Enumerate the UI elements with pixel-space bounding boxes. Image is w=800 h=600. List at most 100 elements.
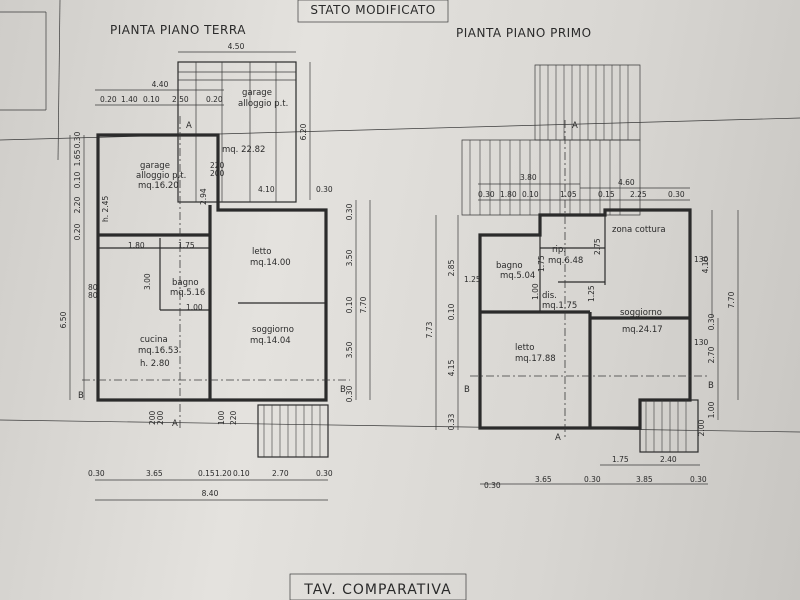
section-a-label: A xyxy=(572,121,578,131)
dim-label: 0.30 xyxy=(484,481,501,490)
dim-label: 1.00 xyxy=(531,283,540,300)
section-a-label: A xyxy=(186,121,192,131)
dim-label: 1.75 xyxy=(178,241,195,250)
dim-label: 3.85 xyxy=(636,475,653,484)
header-box xyxy=(297,0,449,23)
garage-top-area: mq. 22.82 xyxy=(222,145,265,155)
terrace-hatch xyxy=(461,64,641,216)
dim-label: 0.30 xyxy=(88,469,105,478)
cucina-area: mq.16.53 xyxy=(138,346,179,356)
dim-label: 0.20 xyxy=(100,95,117,104)
dim-label: 1.05 xyxy=(560,190,577,199)
first-floor-outer-wall xyxy=(478,208,692,430)
dim-label: 1.75 xyxy=(537,255,546,272)
dim-label: 4.40 xyxy=(152,80,169,89)
dim-label: 8.40 xyxy=(202,489,219,498)
dim-label: 200 xyxy=(148,410,157,425)
ground-floor-outer-wall xyxy=(96,133,328,402)
dim-label: 0.15 xyxy=(598,190,615,199)
dis-area: mq.1.75 xyxy=(542,301,577,311)
soggiorno-area: mq.24.17 xyxy=(622,325,663,335)
zona-cottura-name: zona cottura xyxy=(612,225,666,235)
dim-label: 0.30 xyxy=(316,185,333,194)
dim-label: 0.10 xyxy=(447,303,456,320)
dim-label: 0.10 xyxy=(345,296,354,313)
dim-label: 2.75 xyxy=(593,238,602,255)
section-b-label: B xyxy=(708,381,714,391)
bagno-name: bagno xyxy=(172,278,199,288)
letto-name: letto xyxy=(515,343,534,353)
bagno-area: mq.5.16 xyxy=(170,288,205,298)
dim-label: 130 xyxy=(694,338,709,347)
dim-label: 0.30 xyxy=(345,203,354,220)
garage-line2: alloggio p.t. xyxy=(136,171,186,181)
dim-label: 0.30 xyxy=(707,313,716,330)
margin-line xyxy=(57,0,61,161)
dim-label: 0.30 xyxy=(584,475,601,484)
dim-label: 2.25 xyxy=(630,190,647,199)
letto-area: mq.14.00 xyxy=(250,258,291,268)
garage-top-name: garage xyxy=(242,88,272,98)
dim-label: 2.85 xyxy=(447,259,456,276)
dim-label: 2.94 xyxy=(199,188,208,205)
dim-label: 0.30 xyxy=(73,131,82,148)
dim-label: 0.10 xyxy=(73,171,82,188)
section-a-label: A xyxy=(555,433,561,443)
dim-label: 0.20 xyxy=(73,223,82,240)
dim-label: 7.70 xyxy=(359,296,368,313)
dim-label: 3.80 xyxy=(520,173,537,182)
dim-label: 7.70 xyxy=(727,291,736,308)
dim-label: 130 xyxy=(694,255,709,264)
dim-label: 4.10 xyxy=(258,185,275,194)
footer-title: TAV. COMPARATIVA xyxy=(303,582,451,598)
dim-label: 1.25 xyxy=(464,275,481,284)
section-b-label: B xyxy=(340,385,346,395)
dim-label: 1.00 xyxy=(707,401,716,418)
garage-area: mq.16.20 xyxy=(138,181,179,191)
dim-label: 80 xyxy=(88,283,98,292)
dim-label: 1.25 xyxy=(587,285,596,302)
first-floor-title: PIANTA PIANO PRIMO xyxy=(456,26,592,40)
dim-label: 80 xyxy=(88,291,98,300)
dim-label: 2.50 xyxy=(172,95,189,104)
dim-label: 200 xyxy=(210,169,225,178)
soggiorno-name: soggiorno xyxy=(620,308,662,318)
dim-label: 1.00 xyxy=(186,303,203,312)
dim-label: 0.30 xyxy=(478,190,495,199)
ground-stair xyxy=(257,404,329,458)
dim-label: 4.10 xyxy=(701,256,710,273)
dim-label: 6.20 xyxy=(299,123,308,140)
cucina-height: h. 2.80 xyxy=(140,359,170,369)
dim-label: 0.30 xyxy=(345,385,354,402)
dim-label: 2.00 xyxy=(697,419,706,436)
dim-label: 3.00 xyxy=(143,273,152,290)
dim-label: 2.40 xyxy=(660,455,677,464)
dim-label: 1.20 xyxy=(215,469,232,478)
dim-label: 3.50 xyxy=(345,341,354,358)
dis-name: dis. xyxy=(542,291,557,301)
dim-label: 3.65 xyxy=(146,469,163,478)
dim-label: 0.10 xyxy=(522,190,539,199)
soggiorno-area: mq.14.04 xyxy=(250,336,291,346)
dim-label: 100 xyxy=(217,410,226,425)
section-b-label: B xyxy=(464,385,470,395)
garage-canopy-outline xyxy=(177,61,297,203)
dim-label: 0.30 xyxy=(690,475,707,484)
ground-floor-title: PIANTA PIANO TERRA xyxy=(110,23,246,37)
rip-name: rip. xyxy=(552,245,566,255)
first-floor-stair xyxy=(639,399,699,453)
letto-name: letto xyxy=(252,247,271,257)
bagno-area: mq.5.04 xyxy=(500,271,535,281)
section-b-label: B xyxy=(78,391,84,401)
dim-label: 2.70 xyxy=(707,346,716,363)
dim-label: 2.20 xyxy=(73,196,82,213)
dim-label: 0.33 xyxy=(447,413,456,430)
dim-label: 0.20 xyxy=(206,95,223,104)
dim-label: 0.10 xyxy=(143,95,160,104)
dim-label: 1.65 xyxy=(73,149,82,166)
soggiorno-name: soggiorno xyxy=(252,325,294,335)
garage-top-line2: alloggio p.t. xyxy=(238,99,288,109)
dim-label: 7.73 xyxy=(425,321,434,338)
